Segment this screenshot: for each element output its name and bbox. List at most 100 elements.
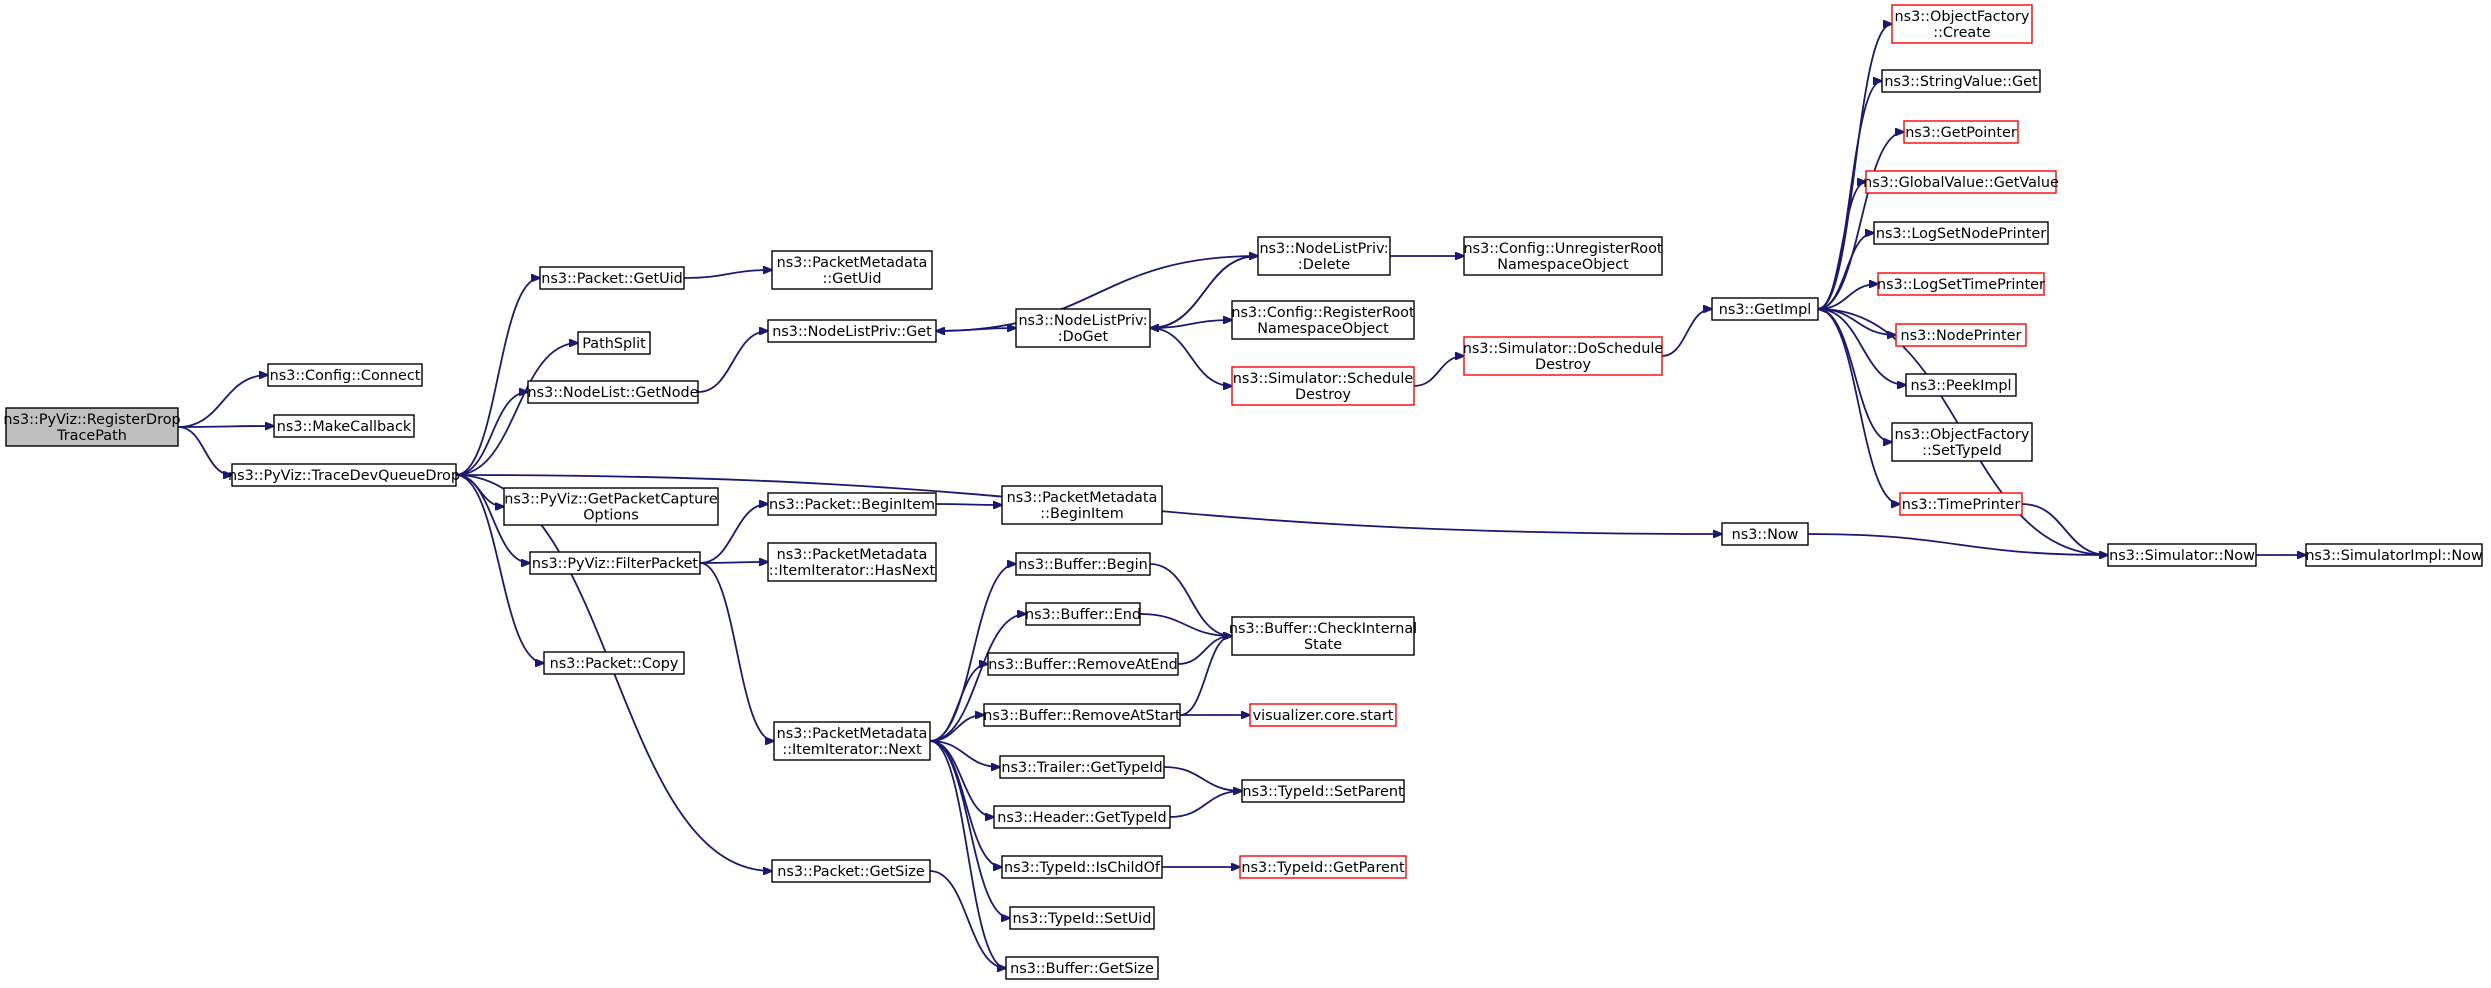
node-box — [767, 319, 937, 343]
node-label: ns3::PeekImpl — [1910, 378, 2011, 394]
node-buf_removeatstart[interactable]: ns3::Buffer::RemoveAtStart — [983, 703, 1181, 727]
node-label: Destroy — [1535, 357, 1591, 373]
node-getimpl[interactable]: ns3::GetImpl — [1711, 297, 1819, 321]
node-typeid_setuid[interactable]: ns3::TypeId::SetUid — [1009, 906, 1155, 930]
node-pm_beginitem[interactable]: ns3::PacketMetadata::BeginItem — [1001, 485, 1163, 525]
node-box — [1001, 855, 1163, 879]
edge-buf_end-to-buf_checkinternal — [1139, 613, 1232, 636]
node-pm_next[interactable]: ns3::PacketMetadata::ItemIterator::Next — [773, 721, 931, 761]
node-sim_now[interactable]: ns3::Simulator::Now — [2107, 543, 2257, 567]
node-label: ns3::ObjectFactory — [1895, 9, 2030, 25]
node-packet_getuid[interactable]: ns3::Packet::GetUid — [539, 266, 685, 290]
node-label: :DoGet — [1058, 329, 1109, 345]
node-label: ns3::LogSetNodePrinter — [1876, 226, 2046, 242]
node-label: Destroy — [1295, 387, 1351, 403]
node-label: ns3::Config::Connect — [270, 368, 421, 384]
node-box — [1873, 221, 2049, 245]
node-label: ::BeginItem — [1040, 506, 1123, 522]
node-pm_hasnext[interactable]: ns3::PacketMetadata::ItemIterator::HasNe… — [767, 542, 937, 582]
edge-now-to-sim_now — [1807, 533, 2108, 555]
node-label: ns3::TypeId::IsChildOf — [1004, 860, 1161, 876]
node-label: ns3::Header::GetTypeId — [997, 810, 1166, 826]
node-peekimpl[interactable]: ns3::PeekImpl — [1905, 373, 2017, 397]
node-stringvalue_get[interactable]: ns3::StringValue::Get — [1881, 69, 2041, 93]
edge-trace_dev-to-nodelist_getnode — [455, 392, 528, 476]
node-trailer_gettypeid[interactable]: ns3::Trailer::GetTypeId — [999, 755, 1165, 779]
node-box — [1249, 703, 1397, 727]
node-box — [273, 414, 415, 438]
node-box — [1899, 492, 2023, 516]
node-pm_getuid[interactable]: ns3::PacketMetadata::GetUid — [771, 250, 933, 290]
node-typeid_ischildof[interactable]: ns3::TypeId::IsChildOf — [1001, 855, 1163, 879]
node-now[interactable]: ns3::Now — [1721, 522, 1809, 546]
node-box — [543, 651, 685, 675]
node-buf_getsize[interactable]: ns3::Buffer::GetSize — [1005, 956, 1159, 980]
node-box — [1895, 323, 2027, 347]
node-box — [1721, 522, 1809, 546]
node-label: ns3::TypeId::SetUid — [1013, 911, 1152, 927]
node-nlp_get[interactable]: ns3::NodeListPriv::Get — [767, 319, 937, 343]
node-typeid_setparent[interactable]: ns3::TypeId::SetParent — [1241, 779, 1405, 803]
node-vis_core_start[interactable]: visualizer.core.start — [1249, 703, 1397, 727]
node-box — [1241, 779, 1405, 803]
node-packet_getsize[interactable]: ns3::Packet::GetSize — [771, 859, 931, 883]
node-packet_copy[interactable]: ns3::Packet::Copy — [543, 651, 685, 675]
node-label: ns3::MakeCallback — [277, 419, 412, 435]
node-box — [1015, 308, 1151, 348]
node-nlp_doget[interactable]: ns3::NodeListPriv::DoGet — [1015, 308, 1151, 348]
node-log_set_node_printer[interactable]: ns3::LogSetNodePrinter — [1873, 221, 2049, 245]
node-simimpl_now[interactable]: ns3::SimulatorImpl::Now — [2305, 543, 2483, 567]
node-log_set_time_printer[interactable]: ns3::LogSetTimePrinter — [1877, 272, 2045, 296]
node-box — [1015, 552, 1151, 576]
edge-pm_next-to-buf_end — [929, 614, 1026, 742]
node-label: ns3::PacketMetadata — [777, 726, 928, 742]
node-typeid_getparent[interactable]: ns3::TypeId::GetParent — [1239, 855, 1407, 879]
node-label: ::SetTypeId — [1922, 443, 2002, 459]
node-box — [1877, 272, 2045, 296]
node-filter_packet[interactable]: ns3::PyViz::FilterPacket — [529, 551, 701, 575]
node-label: ns3::LogSetTimePrinter — [1877, 277, 2045, 293]
node-label: ns3::ObjectFactory — [1895, 427, 2030, 443]
edge-getimpl-to-peekimpl — [1817, 308, 1906, 385]
node-label: ns3::Buffer::Begin — [1018, 557, 1148, 573]
node-globalvalue_getvalue[interactable]: ns3::GlobalValue::GetValue — [1863, 170, 2059, 194]
node-label: ns3::NodeListPriv: — [1018, 313, 1147, 329]
node-time_printer[interactable]: ns3::TimePrinter — [1899, 492, 2023, 516]
node-cfg_unregister[interactable]: ns3::Config::UnregisterRootNamespaceObje… — [1463, 236, 1663, 276]
node-label: NamespaceObject — [1257, 321, 1389, 337]
node-label: ns3::Trailer::GetTypeId — [1001, 760, 1162, 776]
node-header_gettypeid[interactable]: ns3::Header::GetTypeId — [993, 805, 1171, 829]
node-packet_beginitem[interactable]: ns3::Packet::BeginItem — [767, 492, 937, 516]
edge-nlp_doget-to-cfg_register — [1149, 320, 1232, 329]
node-make_callback[interactable]: ns3::MakeCallback — [273, 414, 415, 438]
node-nodelist_getnode[interactable]: ns3::NodeList::GetNode — [527, 380, 699, 404]
node-label: ns3::Config::UnregisterRoot — [1463, 241, 1662, 257]
node-box — [1001, 485, 1163, 525]
node-label: NamespaceObject — [1497, 257, 1629, 273]
edge-pm_next-to-buf_getsize — [929, 740, 1006, 968]
node-box — [993, 805, 1171, 829]
node-label: ns3::Config::RegisterRoot — [1231, 305, 1415, 321]
node-trace_dev[interactable]: ns3::PyViz::TraceDevQueueDrop — [228, 463, 460, 487]
node-pathsplit[interactable]: PathSplit — [577, 331, 651, 355]
node-config_connect[interactable]: ns3::Config::Connect — [267, 363, 423, 387]
node-box — [767, 542, 937, 582]
node-box — [231, 463, 457, 487]
node-node_printer[interactable]: ns3::NodePrinter — [1895, 323, 2027, 347]
edge-nlp_doget-to-sim_schedule_destroy — [1149, 327, 1232, 386]
node-label: ns3::SimulatorImpl::Now — [2305, 548, 2483, 564]
node-of_settypeid[interactable]: ns3::ObjectFactory::SetTypeId — [1891, 422, 2033, 462]
node-buf_begin[interactable]: ns3::Buffer::Begin — [1015, 552, 1151, 576]
node-of_create[interactable]: ns3::ObjectFactory::Create — [1891, 4, 2033, 44]
node-nlp_delete[interactable]: ns3::NodeListPriv::Delete — [1257, 236, 1391, 276]
node-buf_end[interactable]: ns3::Buffer::End — [1025, 602, 1141, 626]
node-getpointer[interactable]: ns3::GetPointer — [1903, 120, 2019, 144]
edge-filter_packet-to-packet_beginitem — [699, 504, 768, 564]
node-buf_removeatend[interactable]: ns3::Buffer::RemoveAtEnd — [987, 652, 1179, 676]
